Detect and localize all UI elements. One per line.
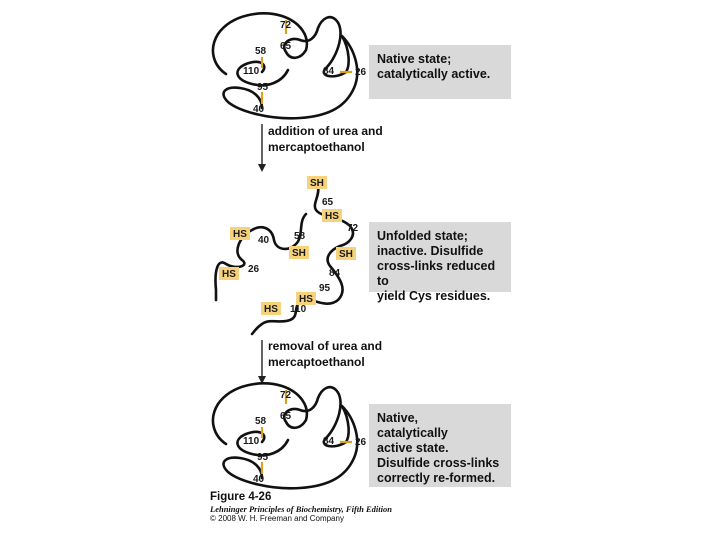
step2-label-line2: mercaptoethanol	[268, 355, 365, 369]
book-title: Lehninger Principles of Biochemistry, Fi…	[210, 504, 392, 514]
residue-65: 65	[322, 197, 334, 208]
residue-40: 40	[253, 474, 265, 485]
residue-40: 40	[253, 104, 265, 115]
sh-group-top: SH	[310, 178, 324, 189]
residue-26: 26	[355, 67, 367, 78]
renatured-state-description: Native, catalytically active state. Disu…	[369, 404, 511, 487]
residue-84: 84	[323, 436, 335, 447]
copyright-notice: © 2008 W. H. Freeman and Company	[210, 514, 344, 523]
residue-58: 58	[255, 416, 267, 427]
hs-highlight	[296, 292, 316, 305]
step1-label-line1: addition of urea and	[268, 124, 383, 138]
step-arrow-renature: removal of urea and mercaptoethanol	[258, 339, 382, 384]
hs-group-40: HS	[233, 229, 247, 240]
residue-95: 95	[319, 283, 331, 294]
residue-95: 95	[257, 452, 269, 463]
residue-72: 72	[347, 223, 359, 234]
residue-26: 26	[355, 437, 367, 448]
hs-highlight	[219, 267, 239, 280]
residue-110: 110	[243, 436, 260, 447]
hs-group-72: HS	[325, 211, 339, 222]
residue-110: 110	[243, 66, 260, 77]
step1-label-line2: mercaptoethanol	[268, 140, 365, 154]
residue-84: 84	[329, 268, 341, 279]
hs-highlight	[322, 209, 342, 222]
residue-110: 110	[290, 304, 307, 315]
residue-84: 84	[323, 66, 335, 77]
sh-highlight	[289, 246, 309, 259]
sh-group-58: SH	[292, 248, 306, 259]
sh-highlight	[307, 176, 327, 189]
step-arrow-denature: addition of urea and mercaptoethanol	[258, 124, 383, 172]
residue-65: 65	[280, 411, 292, 422]
native-state-description: Native state; catalytically active.	[369, 45, 511, 99]
hs-highlight	[261, 302, 281, 315]
residue-26: 26	[248, 264, 260, 275]
figure-number: Figure 4-26	[210, 491, 272, 503]
hs-group-26: HS	[222, 269, 236, 280]
unfolded-state-description: Unfolded state; inactive. Disulfide cros…	[369, 222, 511, 303]
native-protein-bottom: 72 65 58 110 84 26 95 40	[211, 382, 367, 490]
residue-65: 65	[280, 41, 292, 52]
figure-caption: Figure 4-26 Lehninger Principles of Bioc…	[210, 491, 392, 524]
unfolded-protein: SH 65 HS 72 HS 40 58 SH SH HS 26 84 95 H…	[214, 176, 359, 336]
arrow-head	[258, 376, 266, 384]
sh-group-84: SH	[339, 249, 353, 260]
residue-58: 58	[255, 46, 267, 57]
hs-group-110: HS	[264, 304, 278, 315]
step2-label-line1: removal of urea and	[268, 339, 382, 353]
residue-95: 95	[257, 82, 269, 93]
sh-highlight	[336, 247, 356, 260]
residue-58: 58	[294, 231, 306, 242]
native-protein-top: 72 65 58 110 84 26 95 40	[211, 12, 367, 120]
residue-72: 72	[280, 20, 292, 31]
arrow-head	[258, 164, 266, 172]
polypeptide-chain-unfolded	[214, 184, 355, 336]
residue-72: 72	[280, 390, 292, 401]
hs-group-95: HS	[299, 294, 313, 305]
residue-40: 40	[258, 235, 270, 246]
hs-highlight	[230, 227, 250, 240]
